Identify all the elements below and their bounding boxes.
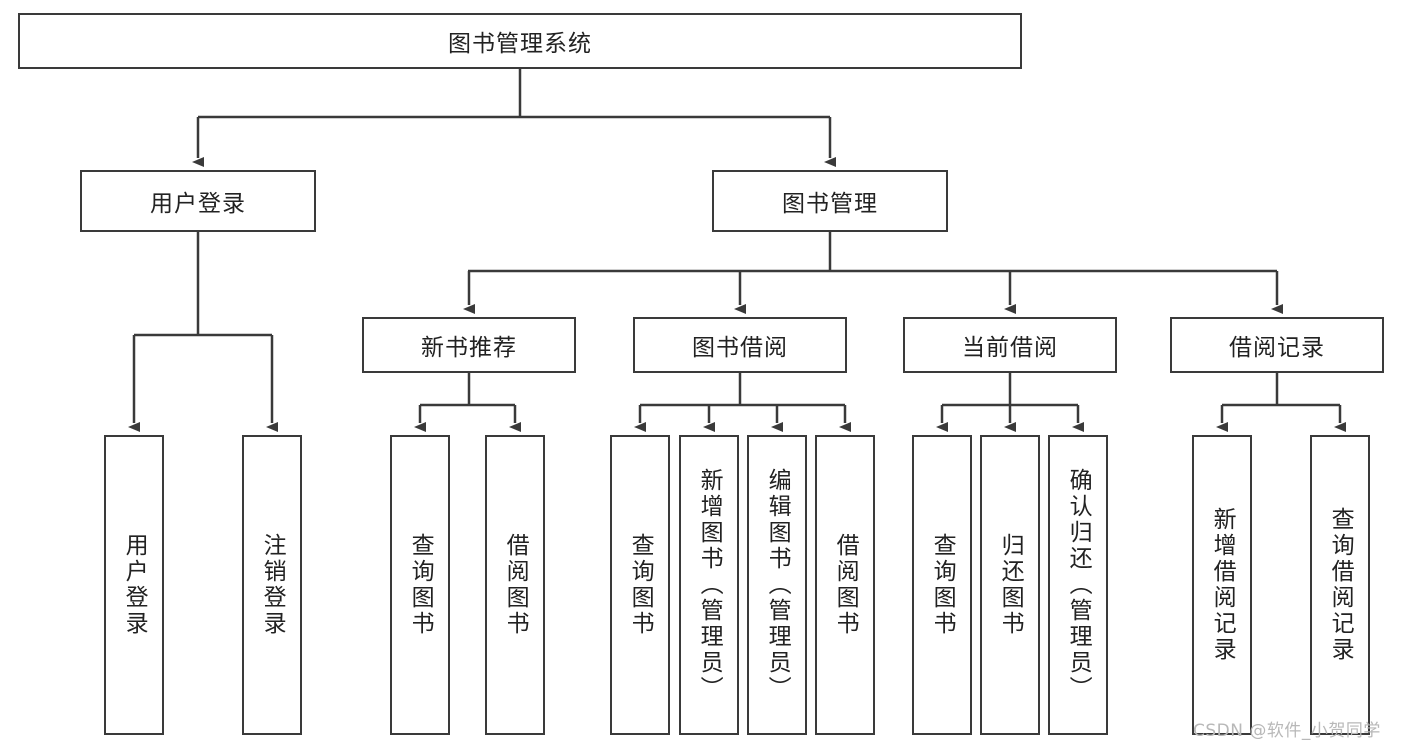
level2-node-label: 当前借阅 xyxy=(962,335,1058,361)
level1-node-label: 用户登录 xyxy=(150,191,246,217)
leaf-node-3[interactable]: 借阅图书 xyxy=(485,435,545,735)
leaf-node-12[interactable]: 查询借阅记录 xyxy=(1310,435,1370,735)
level2-node-2[interactable]: 当前借阅 xyxy=(903,317,1117,373)
leaf-node-4[interactable]: 查询图书 xyxy=(610,435,670,735)
leaf-node-label: 借阅图书 xyxy=(832,533,859,637)
leaf-node-1[interactable]: 注销登录 xyxy=(242,435,302,735)
leaf-node-label: 查询借阅记录 xyxy=(1327,507,1354,663)
level2-node-label: 借阅记录 xyxy=(1229,335,1325,361)
root-node-label: 图书管理系统 xyxy=(448,31,592,57)
leaf-node-0[interactable]: 用户登录 xyxy=(104,435,164,735)
leaf-node-label: 借阅图书 xyxy=(502,533,529,637)
level1-node-1[interactable]: 图书管理 xyxy=(712,170,948,232)
level2-node-1[interactable]: 图书借阅 xyxy=(633,317,847,373)
leaf-node-6[interactable]: 编辑图书（管理员） xyxy=(747,435,807,735)
leaf-node-label: 注销登录 xyxy=(259,533,286,637)
level2-node-0[interactable]: 新书推荐 xyxy=(362,317,576,373)
leaf-node-label: 查询图书 xyxy=(627,533,654,637)
level1-node-0[interactable]: 用户登录 xyxy=(80,170,316,232)
leaf-node-label: 新增借阅记录 xyxy=(1209,507,1236,663)
leaf-node-10[interactable]: 确认归还（管理员） xyxy=(1048,435,1108,735)
leaf-node-7[interactable]: 借阅图书 xyxy=(815,435,875,735)
leaf-node-label: 编辑图书（管理员） xyxy=(764,468,791,702)
leaf-node-label: 查询图书 xyxy=(407,533,434,637)
leaf-node-label: 新增图书（管理员） xyxy=(696,468,723,702)
leaf-node-11[interactable]: 新增借阅记录 xyxy=(1192,435,1252,735)
level2-node-3[interactable]: 借阅记录 xyxy=(1170,317,1384,373)
level2-node-label: 图书借阅 xyxy=(692,335,788,361)
root-node[interactable]: 图书管理系统 xyxy=(18,13,1022,69)
leaf-node-8[interactable]: 查询图书 xyxy=(912,435,972,735)
leaf-node-5[interactable]: 新增图书（管理员） xyxy=(679,435,739,735)
leaf-node-2[interactable]: 查询图书 xyxy=(390,435,450,735)
leaf-node-label: 确认归还（管理员） xyxy=(1065,468,1092,702)
leaf-node-9[interactable]: 归还图书 xyxy=(980,435,1040,735)
level2-node-label: 新书推荐 xyxy=(421,335,517,361)
leaf-node-label: 查询图书 xyxy=(929,533,956,637)
level1-node-label: 图书管理 xyxy=(782,191,878,217)
leaf-node-label: 归还图书 xyxy=(997,533,1024,637)
leaf-node-label: 用户登录 xyxy=(121,533,148,637)
